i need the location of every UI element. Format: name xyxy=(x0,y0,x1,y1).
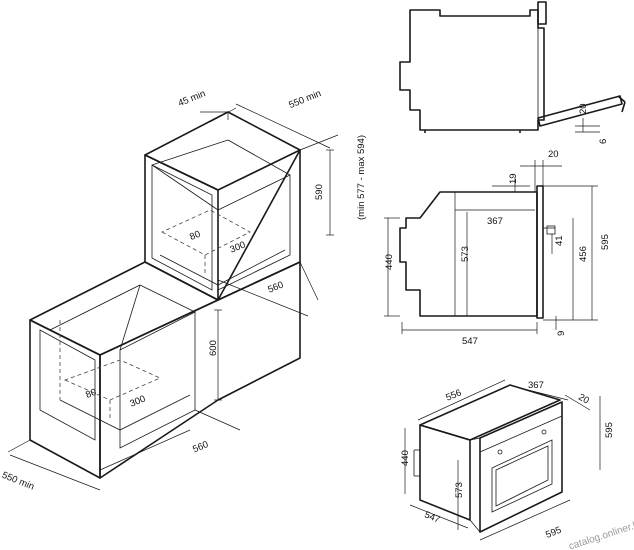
lower-cabinet-niche xyxy=(29,261,301,479)
upper-cabinet-niche xyxy=(144,107,301,301)
upper-dimensions: 45 min 550 min 590 (min 577 - max 594) 8… xyxy=(177,88,367,317)
label-45-min: 45 min xyxy=(177,88,208,109)
label-mid-41: 41 xyxy=(554,235,565,246)
label-side-20: 20 xyxy=(578,103,589,114)
label-bot-80: 80 xyxy=(84,387,98,401)
watermark: catalog.onliner.by xyxy=(568,518,634,550)
label-iso-595: 595 xyxy=(604,422,615,438)
label-iso-595-bottom: 595 xyxy=(544,525,563,541)
label-iso-573: 573 xyxy=(454,482,465,498)
label-590: 590 xyxy=(314,184,325,200)
label-590-range: (min 577 - max 594) xyxy=(356,135,367,220)
label-mid-547: 547 xyxy=(462,336,478,347)
label-600: 600 xyxy=(208,340,219,356)
label-mid-20: 20 xyxy=(548,149,559,160)
label-iso-547: 547 xyxy=(423,509,442,525)
side-view-closed: 20 19 367 440 573 41 456 595 9 547 xyxy=(384,149,611,347)
side-view-door-open: 20 6 xyxy=(399,1,626,144)
label-mid-19: 19 xyxy=(508,173,519,184)
label-bot-560: 560 xyxy=(191,439,210,455)
label-top-560: 560 xyxy=(266,279,285,295)
label-top-80: 80 xyxy=(188,229,202,243)
label-iso-20: 20 xyxy=(576,392,591,407)
label-iso-367: 367 xyxy=(528,380,544,391)
label-mid-595: 595 xyxy=(600,234,611,250)
label-iso-440: 440 xyxy=(400,450,411,466)
label-side-6: 6 xyxy=(598,139,609,144)
label-bot-300: 300 xyxy=(128,393,147,409)
label-mid-9: 9 xyxy=(556,331,567,336)
label-mid-367: 367 xyxy=(487,216,503,227)
label-mid-573: 573 xyxy=(460,246,471,262)
label-mid-456: 456 xyxy=(578,246,589,262)
label-mid-440: 440 xyxy=(384,254,395,270)
label-550-min-bottom: 550 min xyxy=(0,470,35,493)
label-550-min-top: 550 min xyxy=(287,88,322,111)
label-iso-556: 556 xyxy=(444,387,463,403)
oven-isometric: 556 367 20 440 595 573 547 595 xyxy=(400,379,615,541)
